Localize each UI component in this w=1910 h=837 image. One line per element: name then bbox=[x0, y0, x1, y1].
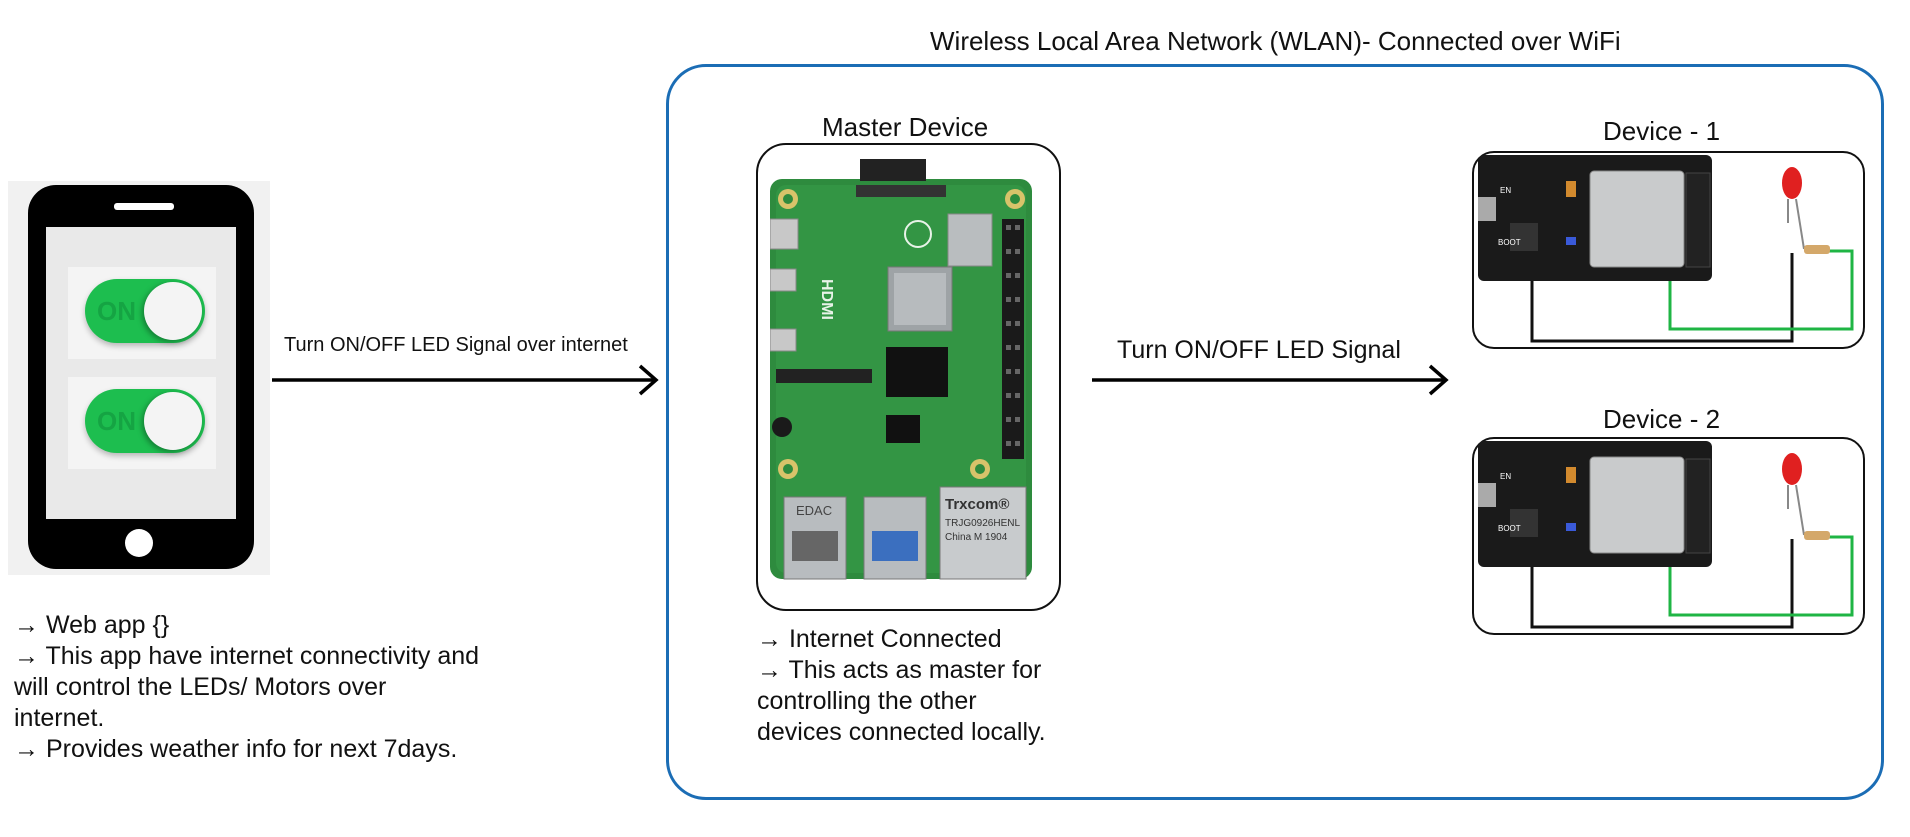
device-1-en-label: EN bbox=[1500, 186, 1511, 195]
internet-arrow-label: Turn ON/OFF LED Signal over internet bbox=[284, 334, 628, 356]
raspberry-logo-icon bbox=[904, 220, 932, 248]
local-arrow bbox=[1092, 364, 1449, 396]
device-1-circuit: EN BOOT bbox=[1478, 155, 1854, 343]
device-1-title: Device - 1 bbox=[1603, 116, 1721, 146]
device-2-circuit: EN BOOT bbox=[1478, 441, 1854, 629]
webapp-note-2: → This app have internet connectivity an… bbox=[14, 642, 480, 670]
webapp-note-5: → Provides weather info for next 7days. bbox=[14, 735, 458, 763]
toggle-2-label: ON bbox=[97, 406, 136, 436]
toggle-1-label: ON bbox=[97, 296, 136, 326]
device-2-led bbox=[1782, 453, 1802, 485]
wlan-title: Wireless Local Area Network (WLAN)- Conn… bbox=[930, 26, 1621, 56]
internet-arrow bbox=[272, 364, 659, 396]
device-2-en-label: EN bbox=[1500, 472, 1511, 481]
device-2-frame: EN BOOT bbox=[1472, 437, 1865, 635]
edac-label: EDAC bbox=[796, 503, 832, 518]
device-1-boot-label: BOOT bbox=[1498, 238, 1521, 247]
master-note-1: → Internet Connected bbox=[757, 625, 1002, 653]
trxcom-model-label: TRJG0926HENL bbox=[945, 518, 1020, 529]
master-device-title: Master Device bbox=[822, 112, 989, 142]
device-2-boot-label: BOOT bbox=[1498, 524, 1521, 533]
toggle-switch-1[interactable]: ON bbox=[85, 279, 205, 343]
webapp-note-3: will control the LEDs/ Motors over bbox=[14, 673, 387, 701]
trxcom-china-label: China M 1904 bbox=[945, 532, 1008, 543]
toggle-switch-2[interactable]: ON bbox=[85, 389, 205, 453]
master-device-frame: HDMI EDAC Trxcom® TRJG0926HENL China M 1… bbox=[756, 143, 1061, 611]
master-note-3: controlling the other bbox=[757, 687, 977, 715]
trxcom-label: Trxcom® bbox=[945, 496, 1009, 513]
master-note-4: devices connected locally. bbox=[757, 718, 1046, 746]
webapp-note-1: → Web app {} bbox=[14, 611, 170, 639]
local-arrow-label: Turn ON/OFF LED Signal bbox=[1117, 336, 1401, 364]
device-1-frame: EN BOOT bbox=[1472, 151, 1865, 349]
device-2-resistor bbox=[1804, 531, 1830, 540]
webapp-note-4: internet. bbox=[14, 704, 105, 732]
master-note-2: → This acts as master for bbox=[757, 656, 1042, 684]
phone-illustration: ON ON bbox=[8, 181, 270, 575]
device-1-led bbox=[1782, 167, 1802, 199]
webapp-notes: → Web app {} → This app have internet co… bbox=[14, 610, 479, 765]
device-1-resistor bbox=[1804, 245, 1830, 254]
raspberry-pi-board: HDMI EDAC Trxcom® TRJG0926HENL China M 1… bbox=[770, 159, 1032, 580]
device-2-title: Device - 2 bbox=[1603, 404, 1721, 434]
wlan-boundary bbox=[666, 64, 1884, 800]
hdmi-label: HDMI bbox=[818, 279, 835, 320]
master-notes: → Internet Connected → This acts as mast… bbox=[757, 624, 1046, 748]
